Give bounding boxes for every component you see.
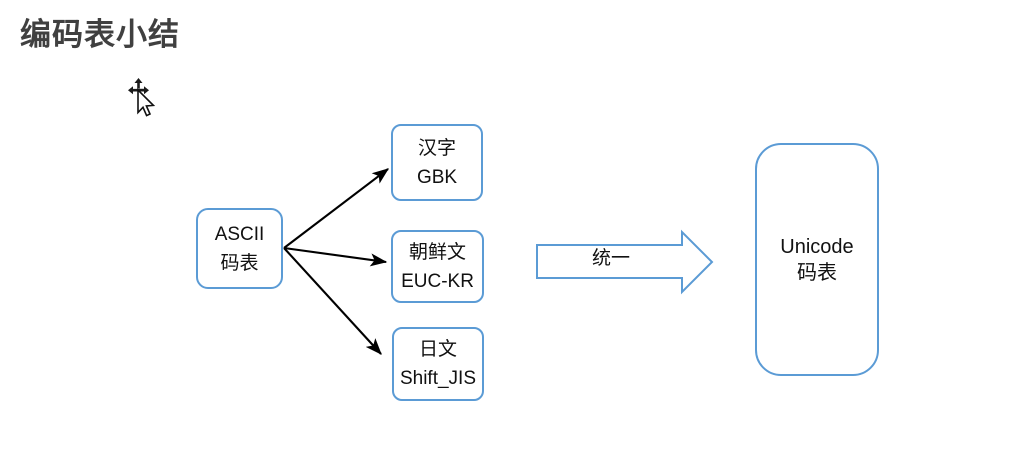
box-shiftjis-line2: Shift_JIS xyxy=(399,368,477,389)
box-euckr-line2: EUC-KR xyxy=(401,270,474,292)
box-ascii-line1: ASCII xyxy=(214,223,265,245)
box-euckr-line1: 朝鲜文 xyxy=(408,241,466,263)
page-title: 编码表小结 xyxy=(20,17,180,52)
box-gbk-line1: 汉字 xyxy=(417,137,456,159)
box-unicode-line2: 码表 xyxy=(797,261,837,284)
box-gbk-line2: GBK xyxy=(416,166,458,188)
connector-to-shiftjis xyxy=(283,247,382,355)
connector-to-euckr xyxy=(283,246,388,267)
box-gbk[interactable]: 汉字 GBK xyxy=(391,124,483,201)
box-shiftjis-line1: 日文 xyxy=(418,339,457,360)
connector-to-gbk xyxy=(283,168,390,249)
box-ascii[interactable]: ASCII 码表 xyxy=(196,208,283,289)
box-ascii-line2: 码表 xyxy=(220,252,259,274)
box-unicode[interactable]: Unicode 码表 xyxy=(755,143,879,376)
box-euckr[interactable]: 朝鲜文 EUC-KR xyxy=(391,230,484,303)
box-unicode-line1: Unicode xyxy=(780,235,854,258)
block-arrow-label: 统一 xyxy=(592,248,631,269)
move-cursor-icon xyxy=(128,78,156,117)
box-shiftjis[interactable]: 日文 Shift_JIS xyxy=(392,327,484,401)
